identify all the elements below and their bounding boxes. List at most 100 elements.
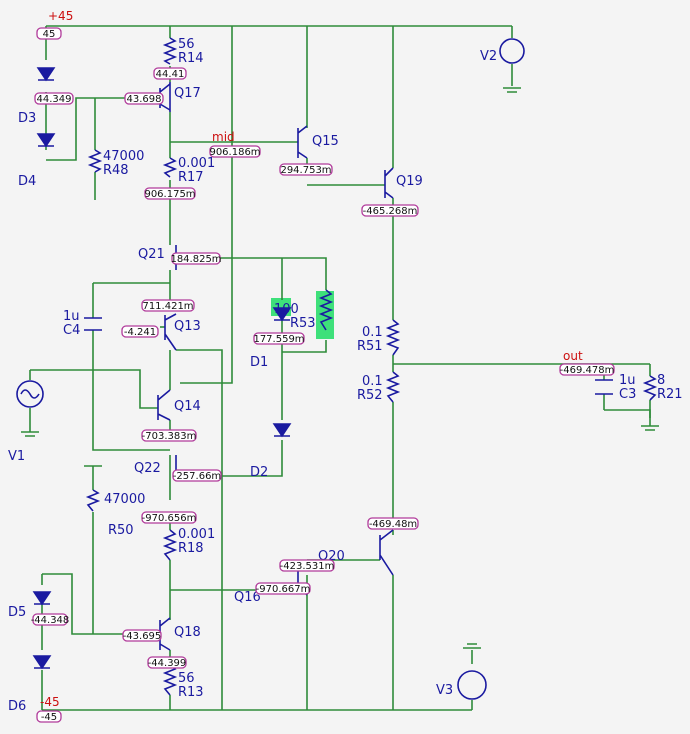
r14-value: 56 bbox=[178, 37, 195, 52]
probe-value-q18b: -43.695 bbox=[123, 631, 162, 642]
r18-resistor bbox=[162, 529, 178, 561]
c4-name: C4 bbox=[63, 323, 80, 338]
v3-source bbox=[457, 670, 487, 700]
probe-value-out: -469.478m bbox=[560, 365, 615, 376]
c3-capacitor bbox=[595, 379, 613, 395]
v3-label: V3 bbox=[436, 683, 453, 698]
probe-value-q17e: 906.175m bbox=[144, 189, 195, 200]
r50-resistor bbox=[85, 489, 101, 512]
probe-box-neg bbox=[36, 710, 62, 723]
r18-value: 0.001 bbox=[178, 527, 215, 542]
r52-resistor bbox=[385, 371, 401, 403]
rail-neg-label: -45 bbox=[40, 695, 60, 709]
q17-label: Q17 bbox=[174, 86, 201, 101]
out-node-label: out bbox=[563, 349, 583, 363]
r14-name: R14 bbox=[178, 51, 204, 66]
probe-value-q18c: -970.656m bbox=[142, 513, 197, 524]
r51-resistor bbox=[385, 319, 401, 356]
r51-name: R51 bbox=[357, 339, 383, 354]
d1-diode bbox=[272, 307, 292, 322]
r48-resistor bbox=[87, 149, 103, 173]
v2-label: V2 bbox=[480, 49, 497, 64]
probe-value-q13c: 711.421m bbox=[142, 301, 193, 312]
d5-diode bbox=[32, 591, 52, 606]
labels: +45 -45 mid out 56 R14 Q17 D3 D4 47000 R… bbox=[8, 9, 683, 714]
d3-label: D3 bbox=[18, 111, 36, 126]
c4-value: 1u bbox=[63, 309, 80, 324]
v2-source bbox=[499, 38, 525, 64]
rail-pos-label: +45 bbox=[48, 9, 73, 23]
mid-node-label: mid bbox=[212, 130, 235, 144]
probe-box-q18e bbox=[147, 656, 187, 669]
d2-label: D2 bbox=[250, 465, 268, 480]
probe-box-mid bbox=[209, 145, 261, 158]
r50-name: R50 bbox=[108, 523, 134, 538]
d6-diode bbox=[32, 655, 52, 670]
d6-label: D6 bbox=[8, 699, 26, 714]
probe-value-q20b: -423.531m bbox=[280, 561, 335, 572]
d2-diode bbox=[272, 423, 292, 438]
probe-value-q19e: -465.268m bbox=[363, 206, 418, 217]
r50-value: 47000 bbox=[104, 492, 145, 507]
c4-capacitor bbox=[84, 317, 102, 331]
r18-name: R18 bbox=[178, 541, 204, 556]
probe-value-q22: -257.66m bbox=[173, 471, 221, 482]
r21-value: 8 bbox=[657, 373, 665, 388]
r52-value: 0.1 bbox=[362, 374, 383, 389]
d1-label: D1 bbox=[250, 355, 268, 370]
probe-box-q15e bbox=[279, 163, 333, 176]
parts bbox=[16, 37, 658, 700]
probe-value-q13b: -4.241 bbox=[124, 327, 156, 338]
probe-box-q20b bbox=[279, 559, 335, 572]
probe-box-q16 bbox=[255, 582, 311, 595]
r13-name: R13 bbox=[178, 685, 204, 700]
probe-value-neg: -45 bbox=[41, 712, 57, 723]
probe-box-out bbox=[559, 363, 615, 376]
probe-value-d1: 177.559m bbox=[253, 334, 304, 345]
r17-name: R17 bbox=[178, 170, 204, 185]
r13-value: 56 bbox=[178, 671, 195, 686]
r53-value: 100 bbox=[274, 302, 299, 317]
d3-diode bbox=[36, 67, 56, 82]
probe-value-q14e: -703.383m bbox=[142, 431, 197, 442]
r14-resistor bbox=[162, 37, 178, 65]
q13-label: Q13 bbox=[174, 319, 201, 334]
probe-box-q22 bbox=[172, 469, 222, 482]
probe-box-q14r14 bbox=[153, 67, 187, 80]
probe-box-q18b bbox=[122, 629, 162, 642]
d4-label: D4 bbox=[18, 174, 36, 189]
probe-value-d5: -44.348 bbox=[31, 615, 70, 626]
r48-value: 47000 bbox=[103, 149, 144, 164]
q22-label: Q22 bbox=[134, 461, 161, 476]
v1-label: V1 bbox=[8, 449, 25, 464]
v1-source bbox=[16, 380, 44, 408]
r52-name: R52 bbox=[357, 388, 383, 403]
q14-label: Q14 bbox=[174, 399, 201, 414]
q16-label: Q16 bbox=[234, 590, 261, 605]
q19-label: Q19 bbox=[396, 174, 423, 189]
wires bbox=[21, 25, 659, 711]
r21-resistor bbox=[642, 375, 658, 401]
probe-box-pos bbox=[36, 27, 62, 40]
probe-box-q20e bbox=[367, 517, 419, 530]
probe-box-q19e bbox=[361, 204, 419, 217]
r53-name: R53 bbox=[290, 316, 316, 331]
probe-value-q20e: -469.48m bbox=[369, 519, 417, 530]
r13-resistor bbox=[162, 664, 178, 696]
probe-value-q18e: -44.399 bbox=[148, 658, 187, 669]
q21-label: Q21 bbox=[138, 247, 165, 262]
r53-resistor bbox=[318, 289, 334, 331]
probe-value-pos: 45 bbox=[43, 29, 56, 40]
probe-value-d3: 44.349 bbox=[37, 94, 72, 105]
probe-box-q18c bbox=[141, 511, 197, 524]
probe-box-d3 bbox=[34, 92, 74, 105]
r21-name: R21 bbox=[657, 387, 683, 402]
c3-name: C3 bbox=[619, 387, 636, 402]
r17-resistor bbox=[162, 157, 178, 178]
probe-value-q17b: 43.698 bbox=[127, 94, 162, 105]
probe-box-q21 bbox=[171, 252, 221, 265]
probe-box-q14e bbox=[141, 429, 197, 442]
d5-label: D5 bbox=[8, 605, 26, 620]
probe-value-q15e: 294.753m bbox=[280, 165, 331, 176]
